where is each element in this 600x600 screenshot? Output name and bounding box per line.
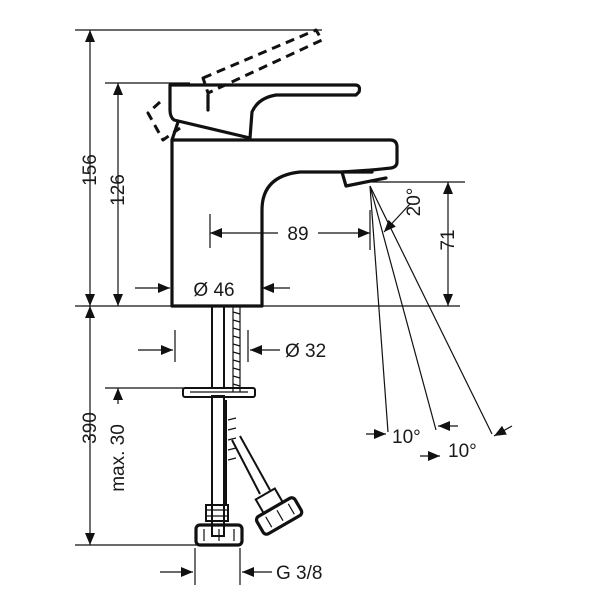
dimension-lines [85, 30, 513, 577]
label-diameter-46: Ø 46 [193, 280, 234, 301]
label-71: 71 [438, 229, 459, 250]
label-10-degrees-a: 10° [392, 427, 421, 448]
extension-lines [75, 29, 465, 585]
label-20-degrees: 20° [404, 188, 425, 217]
connection-nuts [194, 487, 304, 547]
label-126: 126 [108, 174, 129, 206]
label-390: 390 [80, 412, 101, 444]
supply-hoses [211, 400, 271, 504]
label-10-degrees-b: 10° [448, 441, 477, 462]
label-max-30: max. 30 [108, 424, 129, 492]
lever-handle [168, 83, 362, 142]
faucet-body [170, 138, 399, 308]
label-g-3-8: G 3/8 [276, 563, 322, 584]
label-89: 89 [287, 224, 308, 245]
lever-raised-dashed [146, 28, 324, 142]
fixing-plate [182, 387, 256, 398]
label-diameter-32: Ø 32 [285, 341, 326, 362]
spray-lines [369, 185, 493, 435]
label-156: 156 [80, 154, 101, 186]
